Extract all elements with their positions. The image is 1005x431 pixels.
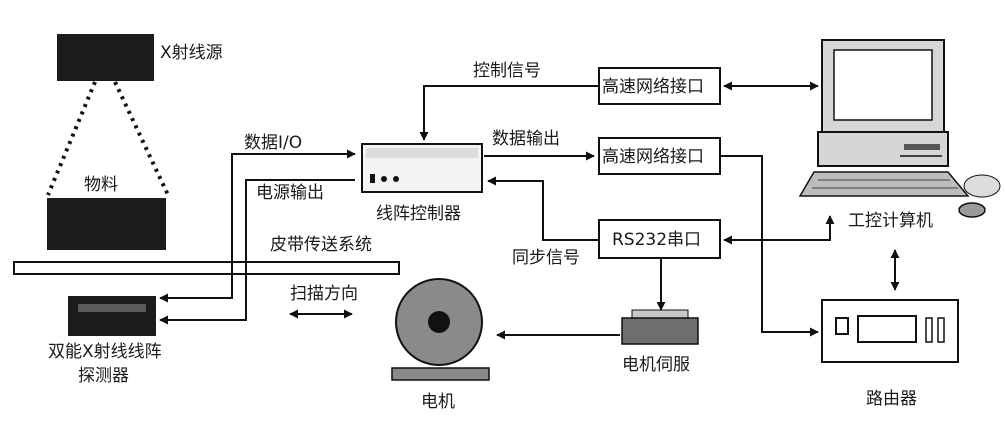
- pc-mouse-pad: [963, 174, 1001, 198]
- detector-label-line1: 双能X射线线阵: [48, 342, 162, 362]
- data-output-label: 数据输出: [492, 129, 560, 149]
- net-interface-1-label: 高速网络接口: [602, 77, 704, 97]
- conveyor-belt: [13, 261, 400, 275]
- net-interface-2-box: [598, 137, 721, 175]
- control-signal-wire: [419, 85, 598, 141]
- pc-mouse: [958, 202, 986, 218]
- power-output-wire: [159, 179, 355, 325]
- material-label: 物料: [84, 175, 118, 195]
- material-block: [47, 198, 166, 250]
- control-signal-label: 控制信号: [473, 61, 541, 81]
- scan-direction-label: 扫描方向: [290, 284, 358, 304]
- line-controller-top: [366, 148, 478, 158]
- motor-base: [391, 367, 490, 381]
- router-port-1: [925, 317, 933, 343]
- data-io-wire: [159, 149, 356, 303]
- motor-shaft: [428, 311, 450, 333]
- rs232-label: RS232串口: [612, 230, 701, 250]
- industrial-pc-label: 工控计算机: [848, 211, 933, 231]
- router-label: 路由器: [866, 389, 917, 409]
- net-interface-2-label: 高速网络接口: [602, 147, 704, 167]
- pc-screen: [833, 49, 933, 121]
- pc-drive: [904, 144, 940, 150]
- rs232-box: [598, 219, 721, 259]
- motor-servo-top: [631, 309, 689, 319]
- pc-case: [817, 131, 949, 167]
- rs232-pc-wire: [723, 215, 835, 245]
- motor-label: 电机: [421, 392, 455, 412]
- motor-servo-label: 电机伺服: [622, 355, 690, 375]
- sync-signal-label: 同步信号: [512, 248, 580, 268]
- xray-source-label: X射线源: [160, 43, 223, 63]
- line-controller-label: 线阵控制器: [376, 204, 461, 224]
- detector-slot: [78, 304, 146, 312]
- controller-led-1: [381, 176, 387, 182]
- pc-keyboard: [798, 171, 970, 197]
- router-port-2: [937, 317, 945, 343]
- sync-signal-wire: [487, 176, 598, 241]
- xray-beam-right: [113, 81, 170, 196]
- net-interface-1-box: [598, 67, 721, 105]
- motor-servo-body: [621, 317, 699, 345]
- router-indicator: [835, 317, 849, 335]
- detector-label-line2: 探测器: [78, 366, 129, 386]
- net2-router-wire: [720, 155, 819, 337]
- industrial-pc: [798, 39, 1001, 218]
- detector-body: [68, 296, 156, 336]
- controller-switch: [370, 174, 375, 183]
- xray-source-block: [57, 34, 154, 81]
- controller-led-2: [393, 176, 399, 182]
- data-io-label: 数据I/O: [244, 133, 302, 153]
- router-display: [857, 315, 917, 343]
- conveyor-label: 皮带传送系统: [270, 235, 372, 255]
- power-output-label: 电源输出: [256, 183, 324, 203]
